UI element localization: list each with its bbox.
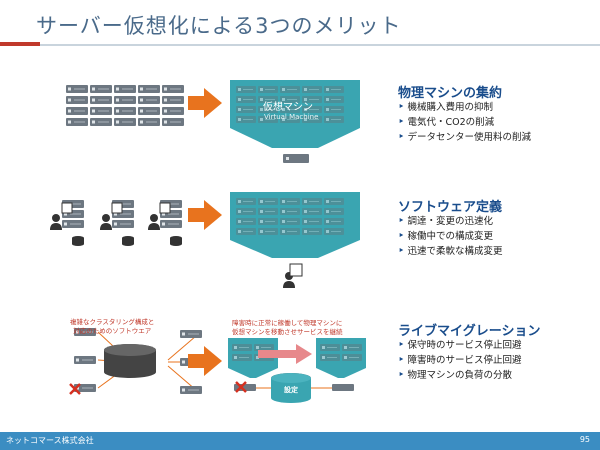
bullet-item: 調達・変更の迅速化 <box>398 214 503 229</box>
cluster-diagram <box>69 328 202 395</box>
migration-diagram <box>228 338 366 403</box>
physical-server-rack-group <box>66 85 184 126</box>
bullet-item: データセンター使用料の削減 <box>398 130 532 145</box>
right-arrow-icon <box>188 346 222 376</box>
failure-x-icon <box>235 381 247 393</box>
right-arrow-icon <box>188 88 222 118</box>
vm-funnel <box>230 192 360 258</box>
consolidated-server-icon <box>283 154 309 163</box>
heading-live-migration: ライブマイグレーション <box>398 324 541 339</box>
setting-label: 設定 <box>284 386 298 394</box>
bullets-software-defined: 調達・変更の迅速化 稼働中での構成変更 迅速で柔軟な構成変更 <box>398 214 503 259</box>
page-number: 95 <box>579 435 590 444</box>
bullet-item: 物理マシンの負荷の分散 <box>398 368 522 383</box>
heading-software-defined: ソフトウェア定義 <box>398 200 503 215</box>
title-accent-bar <box>0 42 40 46</box>
cluster-note: 複雑なクラスタリング構成と 対応のためのソフトウエア <box>70 318 155 335</box>
footer-company: ネットコマース株式会社 <box>6 436 94 445</box>
admin-with-servers-group <box>50 200 182 246</box>
bullets-consolidation: 機械購入費用の抑制 電気代・CO2の削減 データセンター使用料の削減 <box>398 100 532 145</box>
right-arrow-icon <box>188 200 222 230</box>
failure-x-icon <box>69 383 81 395</box>
bullet-item: 迅速で柔軟な構成変更 <box>398 244 503 259</box>
vm-label: 仮想マシン <box>263 102 313 113</box>
diagram-canvas <box>50 80 366 403</box>
slide-title: サーバー仮想化による3つのメリット <box>36 14 402 38</box>
heading-consolidation: 物理マシンの集約 <box>398 86 503 101</box>
vm-funnel <box>230 80 360 148</box>
database-icon <box>104 344 156 378</box>
bullet-item: 電気代・CO2の削減 <box>398 115 531 130</box>
title-divider <box>0 44 600 46</box>
footer-bar: ネットコマース株式会社 95 <box>0 432 600 450</box>
bullet-item: 障害時のサービス停止回避 <box>398 353 522 368</box>
bullet-item: 保守時のサービス停止回避 <box>398 338 522 353</box>
vm-sublabel: Virtual Machine <box>264 113 319 121</box>
bullet-item: 稼働中での構成変更 <box>398 229 503 244</box>
bullets-live-migration: 保守時のサービス停止回避 障害時のサービス停止回避 物理マシンの負荷の分散 <box>398 338 522 383</box>
bullet-item: 機械購入費用の抑制 <box>398 100 531 115</box>
single-admin-icon <box>283 263 303 288</box>
migration-note: 障害時に正常に稼働して物理マシンに 仮想マシンを移動させサービスを継続 <box>232 319 343 336</box>
